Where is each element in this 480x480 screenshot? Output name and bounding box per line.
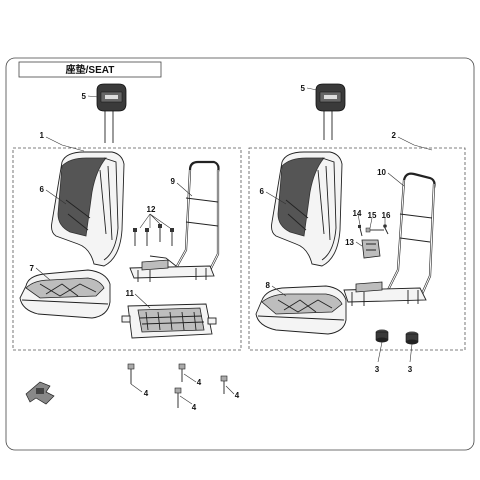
callout-7: 7 — [30, 264, 35, 273]
callout-13: 13 — [345, 238, 354, 247]
callout-5-left: 5 — [82, 92, 87, 101]
callout-5-right: 5 — [301, 84, 306, 93]
callout-3-left: 3 — [375, 365, 380, 374]
title-box: 座垫/SEAT — [18, 61, 162, 78]
backrest-right — [271, 151, 343, 267]
diagram-title: 座垫/SEAT — [65, 63, 115, 76]
bolt-group-4 — [127, 363, 228, 408]
callout-15: 15 — [368, 211, 377, 220]
callout-14: 14 — [353, 209, 362, 218]
callout-2: 2 — [392, 131, 397, 140]
bolt-group-12 — [133, 224, 174, 246]
callout-4-b: 4 — [197, 378, 202, 387]
callout-labels: 1 2 5 5 6 6 7 8 9 10 11 12 13 14 15 16 3… — [30, 84, 413, 412]
page-frame — [5, 57, 475, 451]
callout-1: 1 — [40, 131, 45, 140]
callout-4-d: 4 — [235, 391, 240, 400]
seat-frame-right — [343, 172, 436, 306]
latch-parts-13-16 — [358, 224, 389, 259]
callout-4-a: 4 — [144, 389, 149, 398]
seat-cushion-left — [19, 269, 111, 319]
headrest-left — [96, 83, 127, 143]
callout-6-right: 6 — [260, 187, 265, 196]
backrest-left — [51, 151, 125, 267]
leader-lines — [35, 87, 433, 405]
callout-10: 10 — [377, 168, 386, 177]
callout-8: 8 — [266, 281, 271, 290]
front-direction-arrow-icon — [25, 381, 55, 405]
callout-3-right: 3 — [408, 365, 413, 374]
callout-16: 16 — [382, 211, 391, 220]
seat-base-mechanism-11 — [121, 303, 217, 339]
callout-12: 12 — [147, 205, 156, 214]
headrest-right — [315, 83, 346, 140]
callout-6-left: 6 — [40, 185, 45, 194]
callout-11: 11 — [126, 289, 135, 298]
callout-4-c: 4 — [192, 403, 197, 412]
seat-frame-left — [129, 160, 220, 282]
callout-9: 9 — [171, 177, 176, 186]
seat-cushion-right — [255, 285, 347, 335]
assembly-box-right — [248, 147, 466, 351]
bushing-group-3 — [375, 329, 419, 345]
